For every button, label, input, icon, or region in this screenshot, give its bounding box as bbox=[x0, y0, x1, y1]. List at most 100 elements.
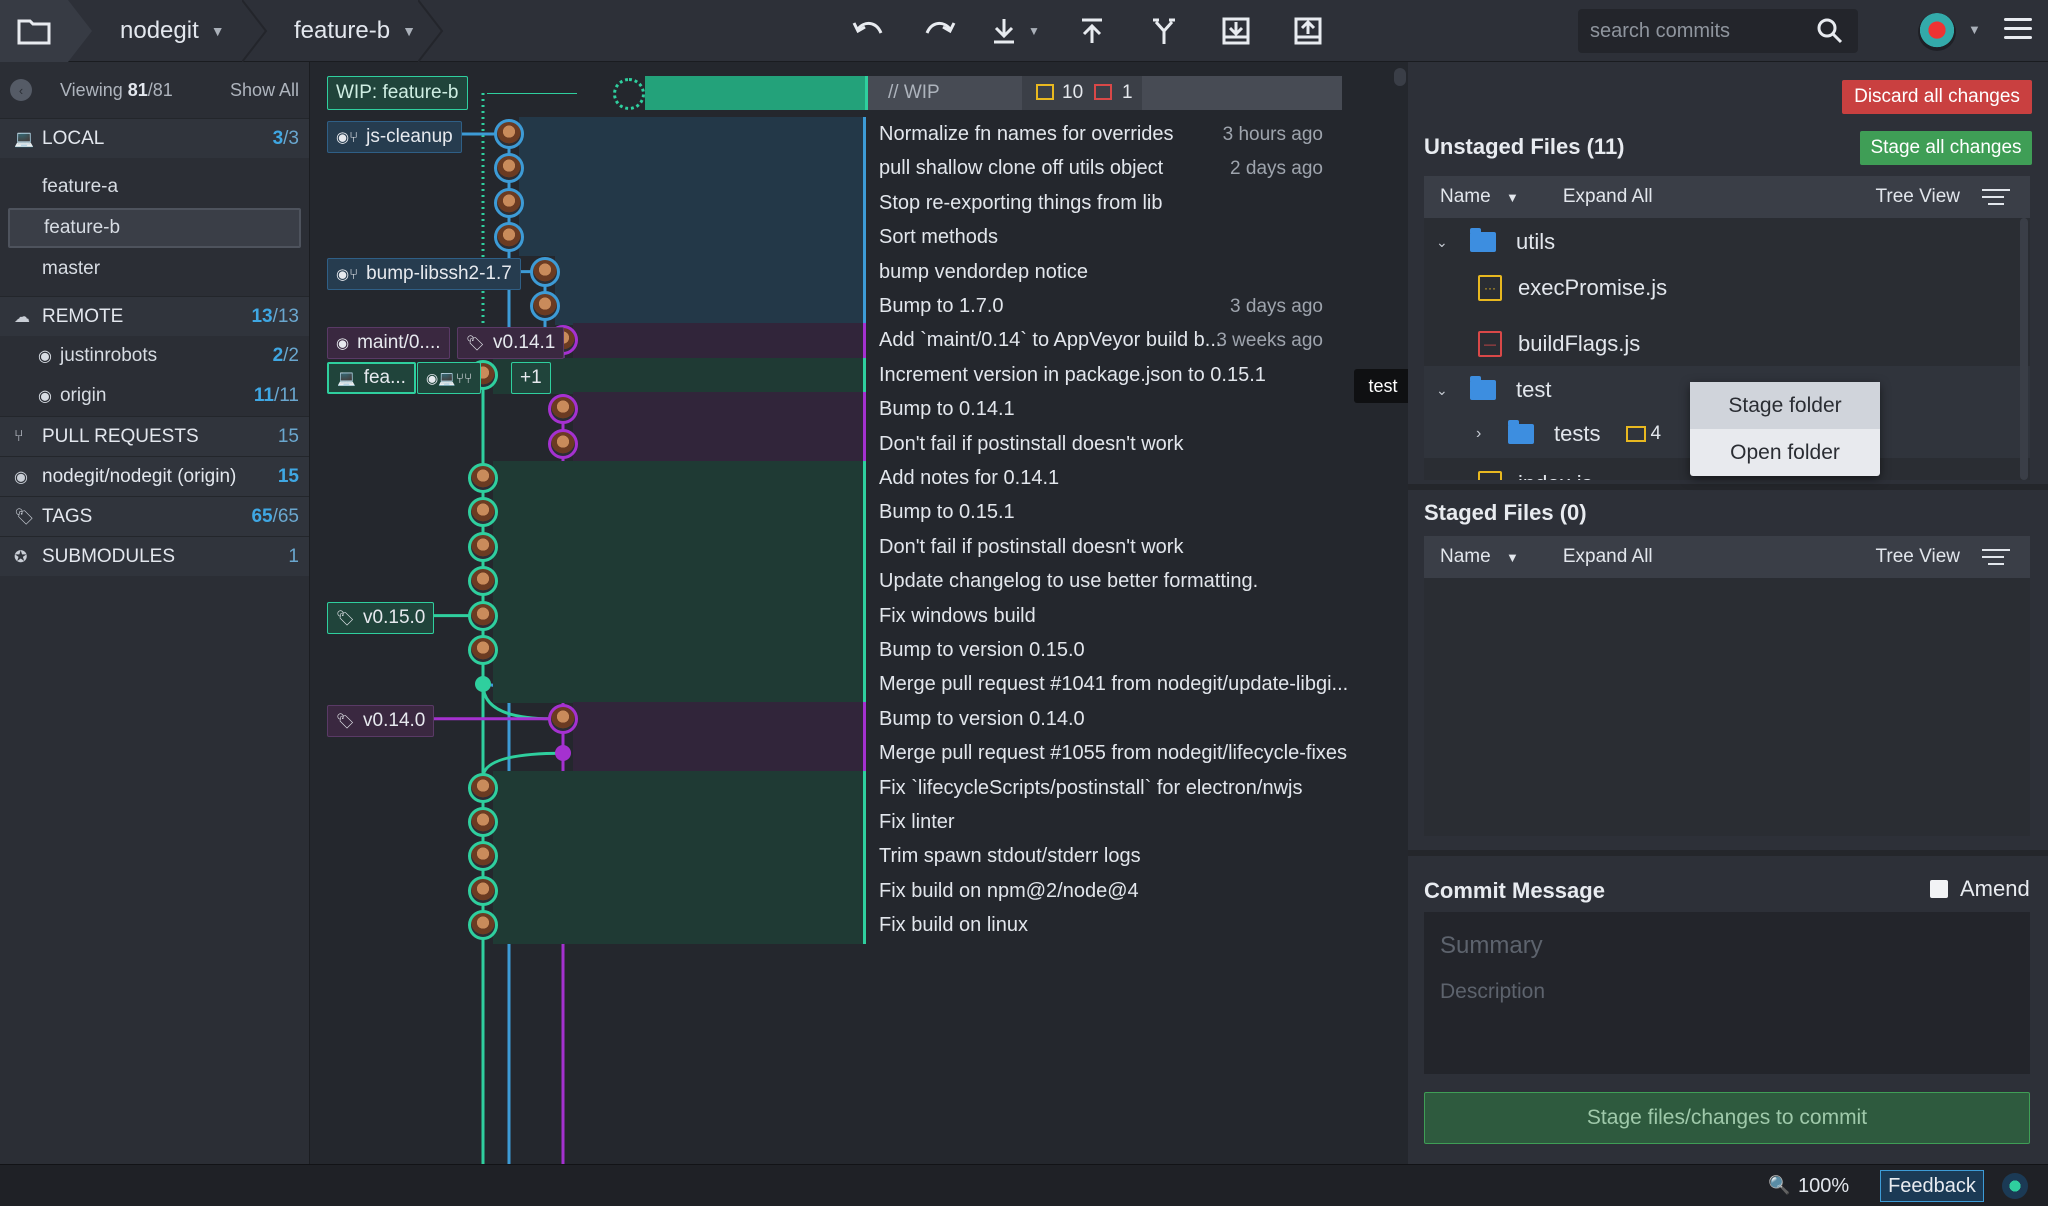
table-row[interactable]: bump vendordep notice bbox=[311, 250, 1377, 295]
commit-search[interactable] bbox=[1578, 9, 1858, 53]
table-row[interactable]: Fix build on linux bbox=[311, 903, 1377, 948]
table-row[interactable]: Add notes for 0.14.1 bbox=[311, 456, 1377, 501]
collapse-sidebar-icon[interactable]: ‹ bbox=[10, 79, 32, 101]
section-tags[interactable]: 🏷 TAGS 65/65 bbox=[0, 496, 309, 536]
section-local[interactable]: 💻 LOCAL 3/3 bbox=[0, 118, 309, 158]
ref-maint[interactable]: ◉maint/0.... bbox=[327, 327, 450, 359]
commit-avatar[interactable] bbox=[468, 600, 498, 631]
chevron-down-icon[interactable]: ▼ bbox=[1968, 22, 1981, 37]
local-branch-feature-b[interactable]: feature-b bbox=[8, 208, 301, 248]
name-sort[interactable]: Name ▼ bbox=[1440, 186, 1519, 208]
commit-avatar[interactable] bbox=[494, 187, 524, 218]
commit-avatar[interactable] bbox=[468, 635, 498, 665]
commit-avatar[interactable] bbox=[468, 807, 498, 837]
ref-js-cleanup[interactable]: ◉⑂js-cleanup bbox=[327, 121, 462, 153]
commit-avatar[interactable] bbox=[530, 291, 560, 321]
table-row[interactable]: Bump to version 0.15.0 bbox=[311, 628, 1377, 673]
commit-avatar[interactable] bbox=[468, 875, 498, 906]
section-pull-requests[interactable]: ⑂ PULL REQUESTS 15 bbox=[0, 416, 309, 456]
graph-scrollbar[interactable] bbox=[1394, 68, 1406, 86]
remote-justinrobots[interactable]: ◉ justinrobots 2/2 bbox=[0, 336, 309, 376]
stash-button[interactable] bbox=[1216, 12, 1256, 50]
ref-tag-v0150[interactable]: 🏷v0.15.0 bbox=[327, 602, 435, 634]
commit-button[interactable]: Stage files/changes to commit bbox=[1424, 1092, 2030, 1144]
commit-avatar[interactable] bbox=[468, 772, 498, 803]
unstaged-scrollbar[interactable] bbox=[2020, 218, 2028, 480]
remote-origin[interactable]: ◉ origin 11/11 bbox=[0, 376, 309, 416]
table-row[interactable]: Trim spawn stdout/stderr logs bbox=[311, 834, 1377, 879]
ref-bump-libssh2[interactable]: ◉⑂bump-libssh2-1.7 bbox=[327, 258, 521, 290]
search-input[interactable] bbox=[1590, 19, 1810, 43]
merge-node[interactable] bbox=[475, 676, 491, 693]
ref-grouped-icons[interactable]: ◉💻⑂⑂ bbox=[417, 362, 482, 394]
commit-avatar[interactable] bbox=[468, 910, 498, 941]
pop-stash-button[interactable] bbox=[1288, 12, 1328, 50]
file-index[interactable]: ··· index.js bbox=[1424, 458, 2030, 480]
name-sort[interactable]: Name ▼ bbox=[1440, 546, 1519, 568]
file-buildflags[interactable]: — buildFlags.js bbox=[1424, 318, 2030, 370]
amend-checkbox[interactable]: Amend bbox=[1930, 876, 2030, 902]
redo-button[interactable] bbox=[920, 12, 960, 50]
file-execpromise[interactable]: ··· execPromise.js bbox=[1424, 262, 2030, 314]
wip-row[interactable]: WIP: feature-b // WIP 10 1 bbox=[311, 76, 1377, 110]
table-row[interactable]: Update changelog to use better formattin… bbox=[311, 559, 1377, 604]
tree-view-toggle[interactable]: Tree View bbox=[1875, 546, 1960, 567]
commit-avatar[interactable] bbox=[548, 394, 578, 425]
folder-utils[interactable]: ⌄ utils bbox=[1424, 218, 2030, 266]
zoom-level[interactable]: 100% bbox=[1798, 1175, 1850, 1197]
panel-divider[interactable] bbox=[1408, 484, 2048, 490]
show-all-link[interactable]: Show All bbox=[229, 79, 299, 100]
commit-graph[interactable]: WIP: feature-b // WIP 10 1 Normalize fn … bbox=[311, 62, 1377, 1164]
table-row[interactable]: Don't fail if postinstall doesn't work bbox=[311, 525, 1377, 570]
table-row[interactable]: Add `maint/0.14` to AppVeyor build b...3… bbox=[311, 318, 1377, 363]
wip-summary[interactable]: // WIP 10 1 bbox=[868, 76, 1342, 110]
feedback-button[interactable]: Feedback bbox=[1880, 1170, 1984, 1202]
menu-button[interactable] bbox=[2004, 18, 2032, 42]
commit-avatar[interactable] bbox=[468, 566, 498, 597]
wip-branch-label[interactable]: WIP: feature-b bbox=[327, 76, 468, 110]
list-icon[interactable] bbox=[1982, 549, 2010, 565]
commit-avatar[interactable] bbox=[494, 119, 524, 149]
push-button[interactable] bbox=[1072, 12, 1112, 50]
table-row[interactable]: Bump to 0.15.1 bbox=[311, 490, 1377, 535]
wip-node[interactable] bbox=[613, 78, 645, 110]
pull-options-caret[interactable]: ▼ bbox=[1024, 12, 1044, 50]
commit-avatar[interactable] bbox=[468, 841, 498, 872]
table-row[interactable]: Merge pull request #1055 from nodegit/li… bbox=[311, 731, 1377, 776]
table-row[interactable]: Don't fail if postinstall doesn't work bbox=[311, 422, 1377, 467]
stage-all-button[interactable]: Stage all changes bbox=[1860, 131, 2032, 165]
table-row[interactable]: Sort methods bbox=[311, 215, 1377, 260]
table-row[interactable]: Merge pull request #1041 from nodegit/up… bbox=[311, 662, 1377, 707]
commit-avatar[interactable] bbox=[468, 497, 498, 528]
pull-button[interactable] bbox=[984, 12, 1024, 50]
expand-all-button[interactable]: Expand All bbox=[1562, 546, 1653, 567]
table-row[interactable]: Stop re-exporting things from lib bbox=[311, 181, 1377, 226]
menu-item-stage-folder[interactable]: Stage folder bbox=[1690, 382, 1880, 429]
table-row[interactable]: Bump to 0.14.1 bbox=[311, 387, 1377, 432]
table-row[interactable]: Bump to version 0.14.0 bbox=[311, 697, 1377, 742]
branch-selector[interactable]: feature-b ▼ bbox=[294, 0, 416, 62]
tree-view-toggle[interactable]: Tree View bbox=[1875, 186, 1960, 207]
commit-avatar[interactable] bbox=[494, 222, 524, 253]
local-branch-feature-a[interactable]: feature-a bbox=[42, 176, 119, 197]
undo-button[interactable] bbox=[848, 12, 888, 50]
checkbox-box[interactable] bbox=[1930, 880, 1948, 898]
commit-avatar[interactable] bbox=[530, 256, 560, 287]
chevron-down-icon[interactable]: ⌄ bbox=[1436, 233, 1448, 250]
ref-tag-v0141[interactable]: 🏷v0.14.1 bbox=[457, 327, 565, 359]
expand-all-button[interactable]: Expand All bbox=[1562, 186, 1653, 207]
section-submodules[interactable]: ✪ SUBMODULES 1 bbox=[0, 536, 309, 576]
summary-input[interactable] bbox=[1440, 928, 2010, 964]
branch-button[interactable] bbox=[1144, 12, 1184, 50]
repo-folder-button[interactable] bbox=[0, 0, 68, 62]
ref-tag-v0140[interactable]: 🏷v0.14.0 bbox=[327, 705, 435, 737]
commit-avatar[interactable] bbox=[494, 153, 524, 184]
commit-avatar[interactable] bbox=[468, 531, 498, 562]
section-nodegit-origin[interactable]: ◉ nodegit/nodegit (origin) 15 bbox=[0, 456, 309, 496]
user-avatar[interactable] bbox=[1918, 13, 1956, 51]
discard-all-button[interactable]: Discard all changes bbox=[1842, 80, 2032, 114]
ref-feature-b[interactable]: 💻fea... bbox=[327, 362, 416, 394]
